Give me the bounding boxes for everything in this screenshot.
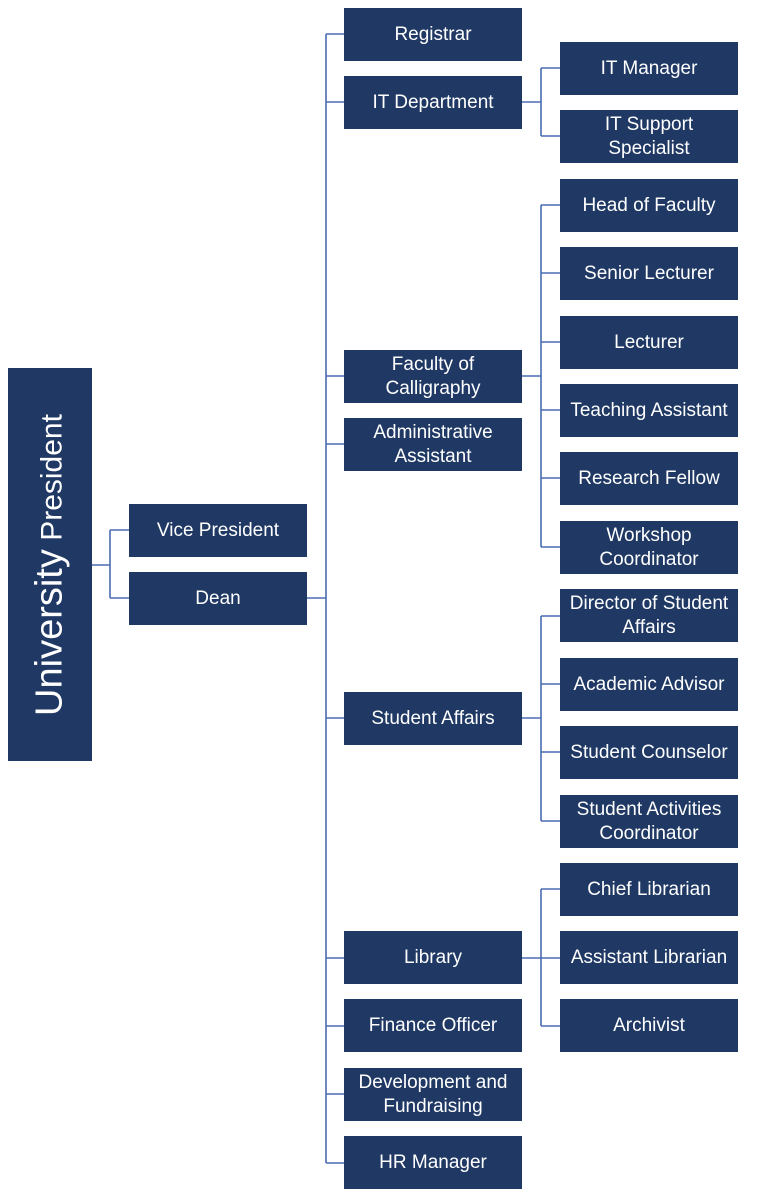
director-of-student-affairs-box: Director of Student Affairs bbox=[560, 589, 738, 642]
archivist-box: Archivist bbox=[560, 999, 738, 1052]
dean-box: Dean bbox=[129, 572, 307, 625]
development-and-fundraising-box: Development and Fundraising bbox=[344, 1068, 522, 1121]
registrar-box: Registrar bbox=[344, 8, 522, 61]
assistant-librarian-box: Assistant Librarian bbox=[560, 931, 738, 984]
university-president-box: University President bbox=[8, 368, 92, 761]
hr-manager-box: HR Manager bbox=[344, 1136, 522, 1189]
it-department-box: IT Department bbox=[344, 76, 522, 129]
chief-librarian-box: Chief Librarian bbox=[560, 863, 738, 916]
connector-dean-units bbox=[306, 33, 344, 1164]
root-word-president: President bbox=[35, 413, 69, 541]
workshop-coordinator-box: Workshop Coordinator bbox=[560, 521, 738, 574]
administrative-assistant-box: Administrative Assistant bbox=[344, 418, 522, 471]
student-counselor-box: Student Counselor bbox=[560, 726, 738, 779]
student-affairs-box: Student Affairs bbox=[344, 692, 522, 745]
academic-advisor-box: Academic Advisor bbox=[560, 658, 738, 711]
connector-student-affairs bbox=[522, 615, 560, 822]
teaching-assistant-box: Teaching Assistant bbox=[560, 384, 738, 437]
it-manager-box: IT Manager bbox=[560, 42, 738, 95]
head-of-faculty-box: Head of Faculty bbox=[560, 179, 738, 232]
faculty-of-calligraphy-box: Faculty of Calligraphy bbox=[344, 350, 522, 403]
lecturer-box: Lecturer bbox=[560, 316, 738, 369]
connector-faculty bbox=[522, 204, 560, 548]
connector-library bbox=[522, 888, 560, 1027]
student-activities-coordinator-box: Student Activities Coordinator bbox=[560, 795, 738, 848]
research-fellow-box: Research Fellow bbox=[560, 452, 738, 505]
connector-president-level1 bbox=[92, 529, 129, 599]
university-president-label: University President bbox=[29, 414, 72, 716]
it-support-specialist-box: IT Support Specialist bbox=[560, 110, 738, 163]
connector-it-department bbox=[522, 67, 560, 137]
senior-lecturer-box: Senior Lecturer bbox=[560, 247, 738, 300]
finance-officer-box: Finance Officer bbox=[344, 999, 522, 1052]
root-word-university: University bbox=[28, 548, 71, 716]
library-box: Library bbox=[344, 931, 522, 984]
vice-president-box: Vice President bbox=[129, 504, 307, 557]
